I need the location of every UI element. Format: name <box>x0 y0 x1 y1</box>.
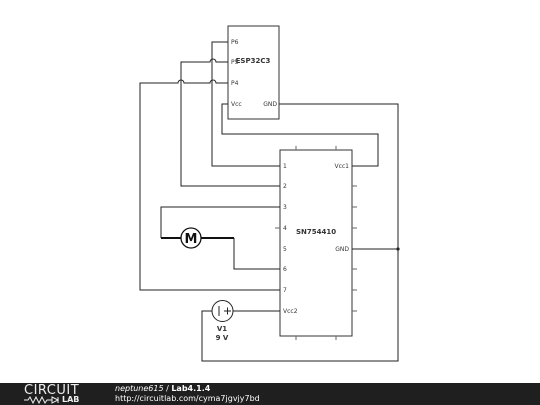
source-value: 9 V <box>216 334 229 342</box>
project-info: neptune615 / Lab4.1.4 http://circuitlab.… <box>115 384 260 404</box>
gnd-junction <box>396 247 400 251</box>
logo-text-bottom: LAB <box>62 395 80 404</box>
esp32c3-body <box>227 25 280 120</box>
sn754410-driver[interactable]: SN754410 1 2 3 4 5 6 7 Vcc2 Vcc1 GND <box>275 146 357 340</box>
esp32-pin-p5: P5 <box>231 59 239 66</box>
wire-p4-to-pin7 <box>139 79 280 291</box>
logo-text-top: CIRCUIT <box>24 383 80 398</box>
driver-pin-vcc2: Vcc2 <box>283 308 298 315</box>
wire-pin3-to-motor <box>160 206 280 238</box>
esp32-pin-p4: P4 <box>231 80 239 87</box>
author-link[interactable]: neptune615 <box>115 384 164 393</box>
driver-pin-6: 6 <box>283 266 287 273</box>
source-body <box>211 300 234 322</box>
circuit-schematic: ESP32C3 P6 P5 P4 Vcc GND SN754410 1 2 3 … <box>139 25 400 362</box>
wire-p6-to-pin1 <box>211 41 280 167</box>
footer-bar: CIRCUIT LAB neptune615 / Lab4.1.4 http:/… <box>0 383 540 405</box>
project-title[interactable]: Lab4.1.4 <box>171 384 211 393</box>
esp32-pin-vcc: Vcc <box>231 101 242 108</box>
esp32-pin-p6: P6 <box>231 39 239 46</box>
wire-gnd-rail <box>201 103 399 362</box>
driver-pin-2: 2 <box>283 183 287 190</box>
esp32c3-module[interactable]: ESP32C3 P6 P5 P4 Vcc GND <box>227 25 280 120</box>
driver-pin-5: 5 <box>283 246 287 253</box>
motor[interactable]: M <box>180 227 202 249</box>
motor-body <box>180 227 202 249</box>
wire-pin6-to-motor <box>233 238 280 270</box>
source-name: V1 <box>217 325 227 333</box>
driver-pin-7: 7 <box>283 287 287 294</box>
voltage-source-v1[interactable]: V1 9 V <box>211 300 234 343</box>
driver-pin-3: 3 <box>283 204 287 211</box>
driver-pin-gnd: GND <box>335 246 349 253</box>
circuitlab-logo[interactable]: CIRCUIT LAB <box>24 383 94 404</box>
sn754410-body <box>279 149 353 337</box>
esp32c3-label: ESP32C3 <box>236 57 271 65</box>
resistor-icon <box>24 396 60 404</box>
driver-pin-vcc1: Vcc1 <box>334 163 349 170</box>
wire-p5-to-pin2 <box>180 58 280 187</box>
driver-pin-4: 4 <box>283 225 287 232</box>
driver-pin-1: 1 <box>283 163 287 170</box>
sn754410-label: SN754410 <box>296 228 336 236</box>
path-separator: / <box>163 384 172 393</box>
motor-symbol: M <box>185 232 198 247</box>
esp32-pin-gnd: GND <box>263 101 277 108</box>
project-url[interactable]: http://circuitlab.com/cyma7jgvjy7bd <box>115 394 260 403</box>
wire-vcc-to-vcc1 <box>221 103 379 167</box>
wires <box>139 41 400 362</box>
